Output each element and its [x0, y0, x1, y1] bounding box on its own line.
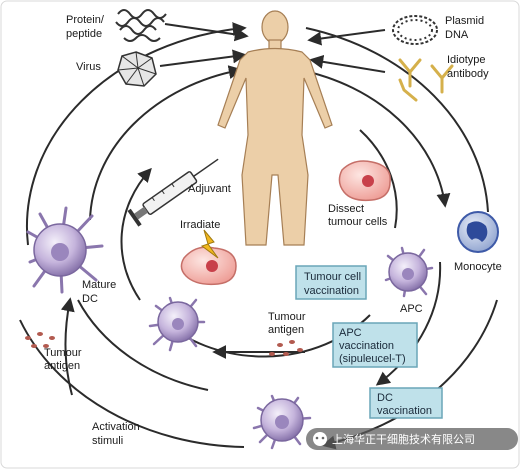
box-apc-line1: APC — [339, 327, 362, 339]
apc-cell-left — [148, 296, 206, 352]
middle-ring-arc-top-left — [89, 65, 243, 221]
label-idiotype-line1: Idiotype — [447, 54, 486, 66]
label-adjuvant: Adjuvant — [188, 183, 231, 195]
box-dc-line2: vaccination — [377, 405, 432, 417]
protein-peptide-icon — [115, 9, 167, 42]
dissected-tumour-cell — [338, 160, 391, 202]
label-mature-dc-line2: DC — [82, 293, 98, 305]
middle-ring-arc-top-right — [299, 69, 451, 208]
box-apc-line3: (sipuleucel-T) — [339, 353, 406, 365]
label-plasmid-line2: DNA — [445, 29, 469, 41]
box-dc-line1: DC — [377, 392, 393, 404]
label-virus: Virus — [76, 61, 101, 73]
label-idiotype-line2: antibody — [447, 68, 489, 80]
label-monocyte: Monocyte — [454, 261, 502, 273]
box-apc-line2: vaccination — [339, 340, 394, 352]
label-dissect-line1: Dissect — [328, 203, 364, 215]
arrow-activation — [60, 297, 75, 396]
label-protein-line2: peptide — [66, 28, 102, 40]
outer-ring-arc-top-right — [305, 27, 489, 213]
virus-icon — [117, 51, 157, 87]
watermark-banner: 上海华正干细胞技术有限公司 — [306, 428, 518, 450]
label-tumour-antigen-outer-line1: Tumour — [44, 347, 82, 359]
label-tumour-antigen-inner-line2: antigen — [268, 324, 304, 336]
label-tumour-antigen-outer-line2: antigen — [44, 360, 80, 372]
label-tumour-antigen-inner-line1: Tumour — [268, 311, 306, 323]
label-dissect-line2: tumour cells — [328, 216, 388, 228]
monocyte-cell — [457, 211, 499, 253]
arrow-virus — [159, 49, 247, 67]
box-tumour-cell-line1: Tumour cell — [304, 271, 361, 283]
dc-vaccination-box: DC vaccination — [369, 387, 443, 419]
outer-ring-arc-top-left — [25, 22, 247, 246]
human-body-figure — [217, 10, 333, 246]
idiotype-antibody-icon — [398, 58, 454, 102]
apc-cell — [384, 246, 434, 298]
arrow-idiotype — [309, 54, 386, 73]
middle-ring-arc-bottom-left — [77, 299, 209, 391]
plasmid-dna-icon — [392, 15, 438, 45]
apc-vaccination-box: APC vaccination (sipuleucel-T) — [332, 322, 418, 368]
irradiated-tumour-cell — [180, 229, 237, 286]
syringe-icon — [127, 158, 219, 227]
box-tumour-cell-line2: vaccination — [304, 285, 359, 297]
tumour-antigen-dots-outer — [25, 332, 55, 348]
label-mature-dc-line1: Mature — [82, 279, 116, 291]
label-activation-line2: stimuli — [92, 435, 123, 447]
label-plasmid-line1: Plasmid — [445, 15, 484, 27]
mature-dc-cell — [26, 206, 104, 294]
label-activation-line1: Activation — [92, 421, 140, 433]
outer-ring-arc-bottom-left — [19, 319, 245, 448]
label-irradiate: Irradiate — [180, 219, 220, 231]
lightning-icon — [200, 229, 219, 259]
middle-ring-arc-right — [375, 261, 442, 386]
dc-cell-bottom — [252, 394, 312, 450]
tumour-antigen-dots-inner — [269, 340, 303, 356]
arrow-protein — [164, 23, 249, 42]
wechat-icon — [313, 432, 327, 446]
arrow-plasmid — [307, 29, 386, 46]
watermark-text: 上海华正干细胞技术有限公司 — [332, 432, 475, 446]
tumour-cell-vaccination-box: Tumour cell vaccination — [295, 265, 367, 300]
inner-ring-arc-right — [359, 129, 398, 229]
inner-ring-arc-left — [120, 167, 152, 301]
label-apc: APC — [400, 303, 423, 315]
label-protein-line1: Protein/ — [66, 14, 105, 26]
